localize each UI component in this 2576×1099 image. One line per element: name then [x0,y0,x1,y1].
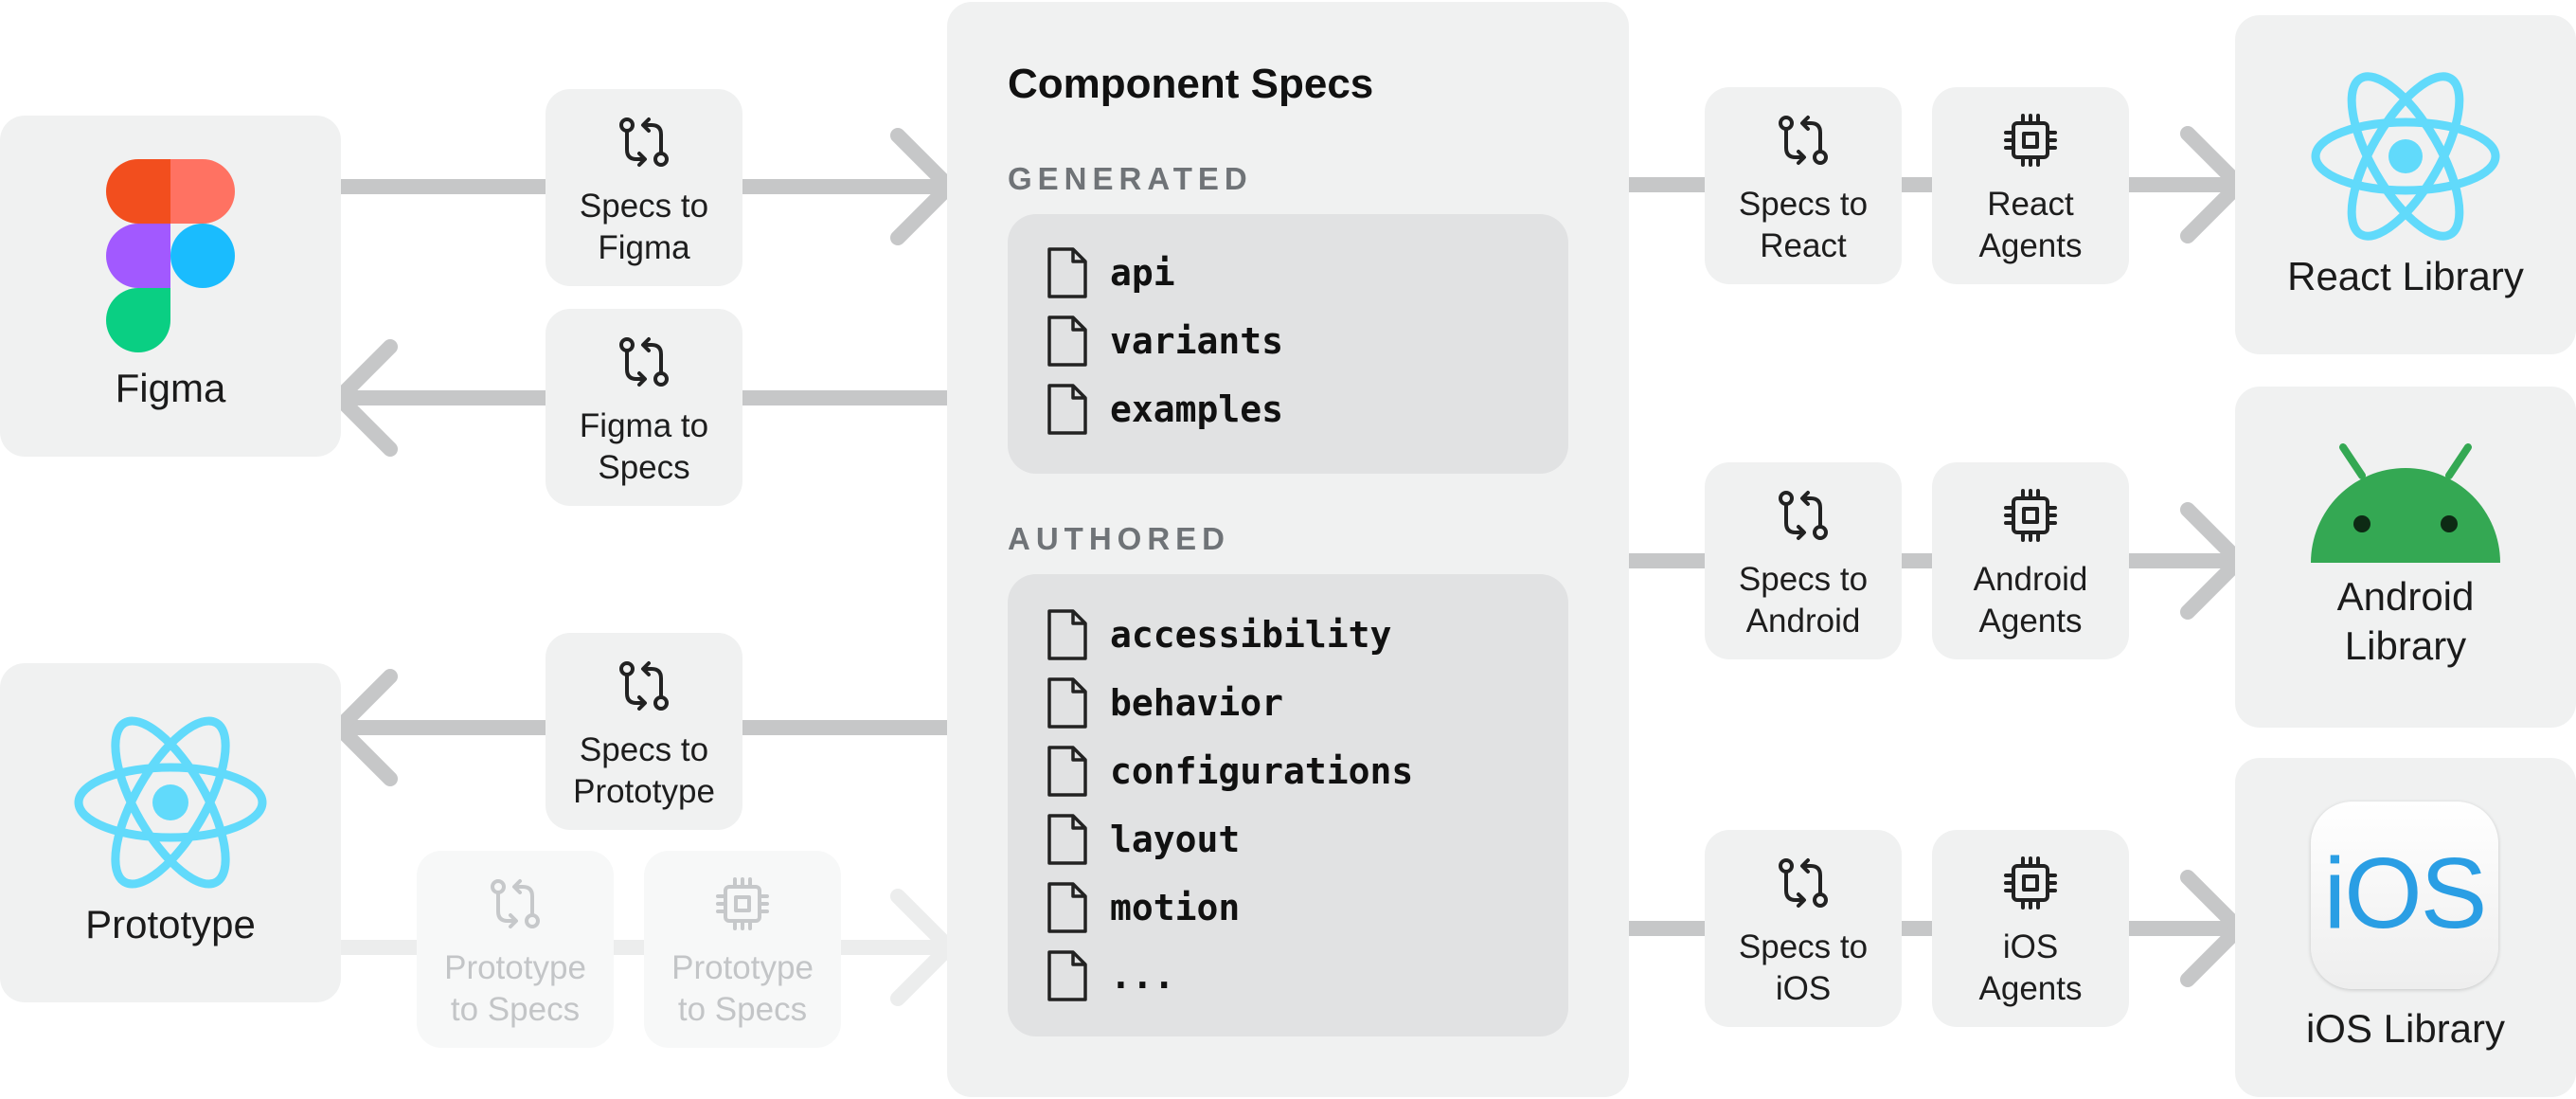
file-icon [1047,247,1087,298]
prototype-to-specs-sync-step: Prototype to Specs [417,851,614,1048]
prototype-to-specs-sync-label: Prototype to Specs [444,949,586,1028]
android-library-label: Android Library [2336,574,2475,668]
authored-heading: AUTHORED [1008,521,1230,556]
specs-to-prototype-label: Specs to Prototype [573,731,715,810]
git-compare-icon [491,879,540,928]
file-icon [1047,609,1087,660]
ios-library-node: iOS iOS Library [2235,758,2576,1097]
react-agents-label: React Agents [1978,186,2083,264]
cpu-chip-icon [2004,114,2057,167]
specs-to-prototype-step: Specs to Prototype [546,633,742,830]
git-compare-icon [619,337,669,387]
generated-heading: GENERATED [1008,161,1253,196]
specs-to-android-step: Specs to Android [1705,462,1902,659]
ios-agents-label: iOS Agents [1978,928,2083,1007]
file-name: behavior [1110,682,1284,724]
specs-to-android-label: Specs to Android [1738,561,1869,640]
cpu-chip-icon [716,877,769,930]
ios-library-label: iOS Library [2305,1006,2506,1051]
react-logo-icon [74,716,267,889]
file-name: ... [1110,955,1175,997]
git-compare-icon [1779,116,1828,165]
file-name: layout [1110,819,1241,860]
react-logo-icon [2311,72,2500,241]
generated-file-list: api variants examples [1008,214,1568,474]
component-specs-title: Component Specs [1008,61,1374,107]
figma-logo-icon [106,159,235,352]
prototype-to-specs-agents-step: Prototype to Specs [644,851,841,1048]
authored-file-list: accessibility behavior configurations la… [1008,574,1568,1036]
figma-node: Figma [0,116,341,457]
specs-to-react-step: Specs to React [1705,87,1902,284]
ios-icon-text: iOS [2323,838,2488,949]
cpu-chip-icon [2004,489,2057,542]
prototype-node: Prototype [0,663,341,1002]
react-library-label: React Library [2287,254,2524,298]
prototype-label: Prototype [85,902,256,946]
git-compare-icon [1779,858,1828,908]
git-compare-icon [619,117,669,167]
file-name: configurations [1110,750,1414,792]
specs-to-ios-step: Specs to iOS [1705,830,1902,1027]
git-compare-icon [619,661,669,711]
react-agents-step: React Agents [1932,87,2129,284]
file-icon [1047,746,1087,797]
file-icon [1047,814,1087,865]
file-icon [1047,882,1087,933]
file-name: motion [1110,887,1241,928]
android-agents-step: Android Agents [1932,462,2129,659]
file-name: api [1110,252,1175,294]
git-compare-icon [1779,491,1828,540]
figma-to-specs-label: Figma to Specs [579,407,709,486]
file-icon [1047,950,1087,1001]
figma-to-specs-step: Figma to Specs [546,309,742,506]
file-name: accessibility [1110,614,1392,656]
specs-to-figma-step: Specs to Figma [546,89,742,286]
file-name: examples [1110,388,1284,430]
file-icon [1047,384,1087,435]
ios-app-icon: iOS [2311,802,2498,989]
component-specs-panel: Component Specs GENERATED api variants e… [947,2,1629,1097]
specs-to-figma-label: Specs to Figma [579,188,709,266]
file-name: variants [1110,320,1284,362]
android-agents-label: Android Agents [1973,561,2088,640]
react-library-node: React Library [2235,15,2576,354]
prototype-to-specs-agents-label: Prototype to Specs [671,949,814,1028]
specs-to-ios-label: Specs to iOS [1738,928,1869,1007]
specs-to-react-label: Specs to React [1738,186,1869,264]
android-library-node: Android Library [2235,387,2576,728]
android-logo-icon [2311,443,2500,563]
cpu-chip-icon [2004,856,2057,910]
ios-agents-step: iOS Agents [1932,830,2129,1027]
file-icon [1047,677,1087,729]
figma-label: Figma [115,366,226,410]
file-icon [1047,315,1087,367]
